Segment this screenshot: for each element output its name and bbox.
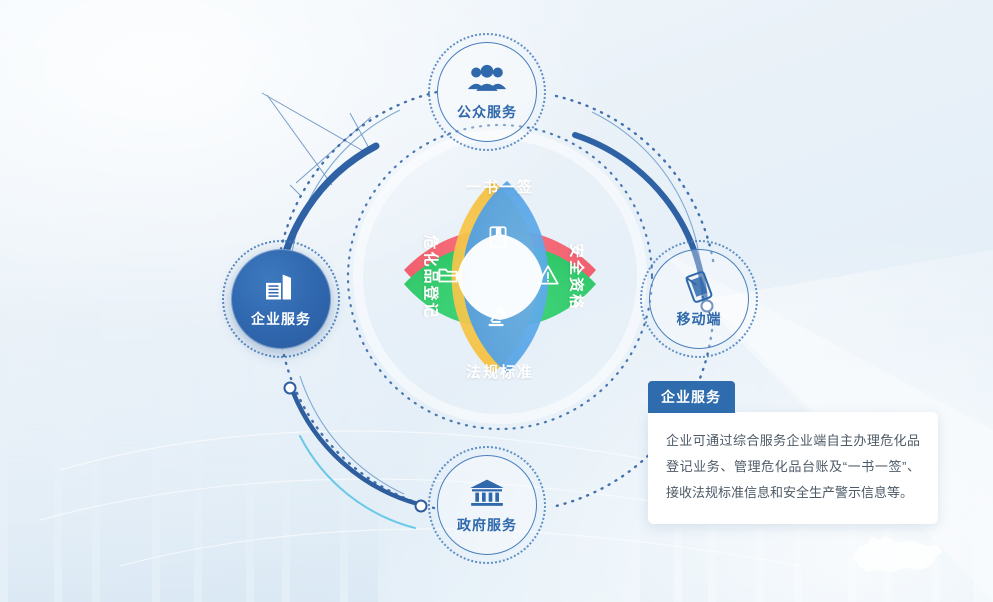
highlight-arc-bottom-left [283,381,428,513]
mobile-phone-icon [685,270,713,303]
center-flower: 一书一签 安全资格 法规标准 危化品登记 [373,150,627,404]
warning-triangle-icon [535,262,565,292]
gavel-icon [485,304,515,334]
node-dotted-ring [640,240,758,358]
sidebar-item-public-services[interactable]: 公众服务 [428,33,546,151]
sidebar-item-enterprise-services[interactable]: 企业服务 [222,240,340,358]
petal-label-top[interactable]: 一书一签 [465,179,535,196]
decor-lines [261,92,372,196]
node-label-enterprise-services: 企业服务 [251,310,311,327]
node-label-mobile-terminal: 移动端 [676,310,722,327]
tooltip-body: 企业可通过综合服务企业端自主办理危化品登记业务、管理危化品台账及“一书一签”、接… [648,412,938,524]
sidebar-item-mobile-terminal[interactable]: 移动端 [640,240,758,358]
node-dotted-ring [428,33,546,151]
cyan-accent-arc [299,435,416,529]
label-book-icon [485,224,515,254]
map-outline-decoration [853,536,943,572]
info-tooltip: 企业服务 企业可通过综合服务企业端自主办理危化品登记业务、管理危化品台账及“一书… [648,381,938,524]
node-label-government-services: 政府服务 [457,516,517,533]
petal-center-core [457,234,543,320]
people-group-icon [467,64,507,91]
node-solid-ring [437,42,537,142]
node-dotted-ring [222,240,340,358]
folder-icon [435,262,465,292]
flower-petals [404,181,596,373]
node-label-public-services: 公众服务 [457,103,517,120]
buildings-icon [266,274,291,299]
node-solid-ring [437,455,537,555]
node-dotted-ring [428,446,546,564]
sidebar-item-government-services[interactable]: 政府服务 [428,446,546,564]
node-solid-ring [231,249,331,349]
petal-label-bottom[interactable]: 法规标准 [465,364,535,381]
bank-building-icon [470,479,504,506]
petal-label-right[interactable]: 安全资格 [567,242,585,312]
node-solid-ring [649,249,749,349]
tooltip-title: 企业服务 [648,381,735,413]
